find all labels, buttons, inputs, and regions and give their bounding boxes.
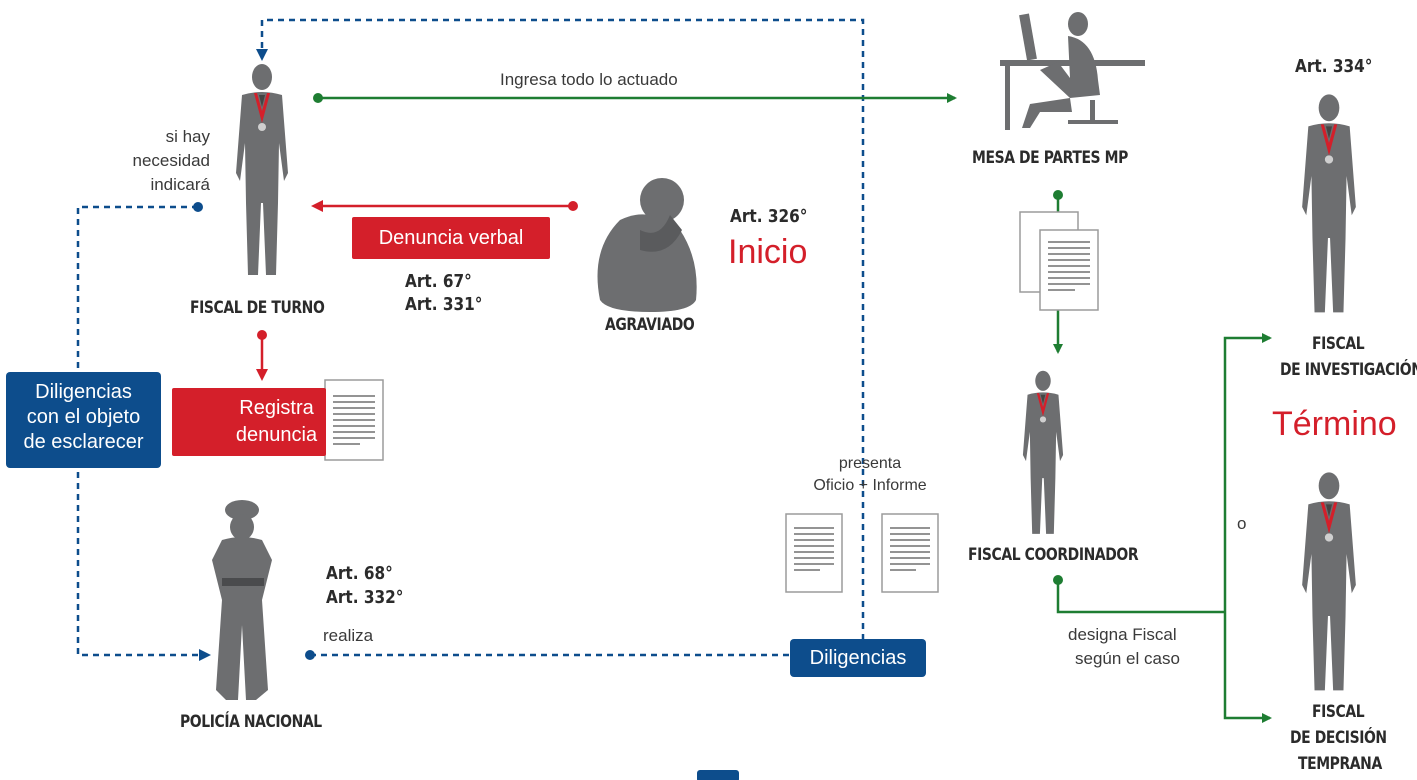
si-hay-label-3: indicará — [150, 175, 210, 194]
designa-label-1: designa Fiscal — [1068, 625, 1177, 644]
fiscal-decision-figure — [1302, 472, 1356, 691]
denuncia-verbal-box: Denuncia verbal — [352, 217, 550, 259]
article-67: Art. 67° — [405, 271, 472, 292]
policia-label: POLICÍA NACIONAL — [180, 712, 322, 732]
edge-designa — [1056, 580, 1225, 614]
agraviado-label: AGRAVIADO — [605, 315, 695, 335]
fiscal-decision-label-1: FISCAL — [1312, 702, 1365, 722]
presenta-label-2: Oficio + Informe — [813, 477, 927, 494]
fiscal-turno-figure — [236, 64, 288, 275]
article-332: Art. 332° — [326, 587, 404, 608]
police-figure — [212, 500, 272, 700]
stage-inicio: Inicio — [728, 233, 808, 271]
fiscal-decision-label-3: TEMPRANA — [1298, 754, 1382, 774]
document-icon — [1019, 211, 1099, 311]
registra-text-2: denuncia — [235, 424, 318, 446]
victim-figure — [597, 178, 697, 312]
fiscal-investigacion-figure — [1302, 94, 1356, 313]
diligencias-text: Diligencias — [809, 647, 907, 669]
designa-label-2: según el caso — [1075, 649, 1180, 668]
diligencias-objeto-text-3: de esclarecer — [23, 431, 144, 453]
fiscal-turno-label: FISCAL DE TURNO — [190, 298, 325, 318]
registra-denuncia-box: Registra denuncia — [172, 388, 326, 456]
realiza-label: realiza — [323, 626, 374, 645]
diligencias-objeto-text-1: Diligencias — [35, 381, 132, 403]
document-icon — [785, 513, 843, 593]
article-331: Art. 331° — [405, 294, 483, 315]
document-icon — [324, 379, 384, 461]
edge-return-top — [256, 18, 865, 640]
si-hay-label-2: necesidad — [132, 151, 210, 170]
article-326: Art. 326° — [730, 206, 808, 227]
article-68: Art. 68° — [326, 563, 393, 584]
presenta-label-1: presenta — [838, 455, 902, 472]
article-334: Art. 334° — [1295, 56, 1373, 77]
diligencias-objeto-text-2: con el objeto — [26, 406, 141, 428]
clerk-figure — [1000, 12, 1145, 130]
fiscal-investigacion-label-1: FISCAL — [1312, 334, 1365, 354]
fiscal-decision-label-2: DE DECISIÓN — [1290, 728, 1387, 748]
ingresa-label: Ingresa todo lo actuado — [500, 70, 678, 89]
mesa-partes-label: MESA DE PARTES MP — [972, 148, 1128, 168]
diligencias-objeto-box: Diligencias con el objeto de esclarecer — [6, 372, 161, 468]
fiscal-coordinador-figure — [1022, 370, 1064, 534]
document-icon — [881, 513, 939, 593]
si-hay-label-1: si hay — [165, 127, 210, 146]
bottom-tab — [697, 770, 739, 780]
stage-termino: Término — [1272, 405, 1397, 443]
diligencias-box: Diligencias — [790, 639, 926, 677]
fiscal-investigacion-label-2: DE INVESTIGACIÓN — [1280, 360, 1417, 380]
denuncia-verbal-text: Denuncia verbal — [378, 227, 524, 249]
registra-text-1: Registra — [239, 397, 314, 419]
or-label: o — [1237, 514, 1247, 533]
fiscal-coordinador-label: FISCAL COORDINADOR — [968, 545, 1139, 565]
